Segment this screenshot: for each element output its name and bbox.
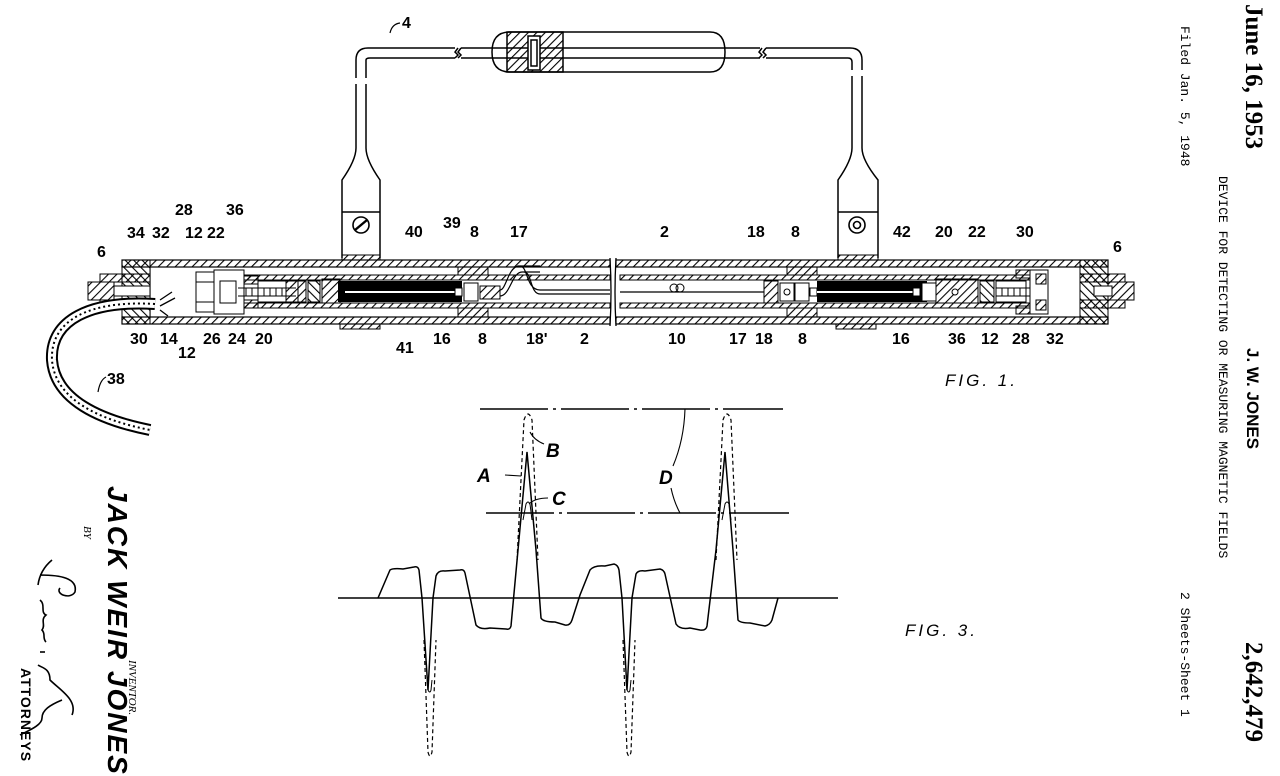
leader-A (505, 475, 521, 476)
waveform-B (424, 414, 737, 756)
ref-numeral: 17 (510, 224, 528, 241)
ref-numeral: 12 (981, 331, 999, 348)
ref-numeral: 17 (729, 331, 747, 348)
ref-numeral: 20 (255, 331, 273, 348)
outer-band (340, 324, 380, 329)
ref-numeral: 32 (1046, 331, 1064, 348)
ref-numeral: 40 (405, 224, 423, 241)
ref-numeral: 41 (396, 340, 414, 357)
ref-numeral: 8 (798, 331, 807, 348)
ref-numeral: 6 (97, 244, 106, 261)
ref-numeral: 34 (127, 225, 145, 242)
clamp-band (787, 267, 817, 275)
fig1-label: FIG. 1. (945, 371, 1018, 390)
ref-numeral: 30 (130, 331, 148, 348)
ref-numeral: 8 (478, 331, 487, 348)
ref-numeral: 16 (892, 331, 910, 348)
ref-numeral: 20 (935, 224, 953, 241)
ref-numeral: 6 (1113, 239, 1122, 256)
ref-numeral: 38 (107, 371, 125, 388)
label-C: C (552, 489, 566, 510)
label-A: A (476, 466, 491, 487)
fig3-label: FIG. 3. (905, 621, 978, 640)
ref-numeral: 28 (175, 202, 193, 219)
ref-numeral: 32 (152, 225, 170, 242)
ref-numeral: 8 (791, 224, 800, 241)
clamp-band (787, 308, 817, 317)
ref-numeral: 30 (1016, 224, 1034, 241)
screw-slotted-icon (353, 217, 369, 233)
fig3-waveform (338, 409, 838, 756)
ref-numeral: 42 (893, 224, 911, 241)
ref-numeral: 18 (747, 224, 765, 241)
ref-numeral: 8 (470, 224, 479, 241)
label-D: D (659, 468, 673, 489)
leader-D-lower (671, 488, 680, 513)
right-core-coil (620, 281, 936, 303)
ref-numeral: 39 (443, 215, 461, 232)
ref-numeral: 12 (178, 345, 196, 362)
screw-socket-icon (849, 217, 865, 233)
ref-numeral: 14 (160, 331, 178, 348)
ref-numeral: 24 (228, 331, 246, 348)
clamp-band (458, 267, 488, 275)
leader-D-upper (673, 409, 685, 466)
clamp-band (458, 308, 488, 317)
ref-numeral: 22 (968, 224, 986, 241)
attorney-signature (20, 560, 75, 735)
outer-band (836, 324, 876, 329)
ref-numeral: 12 (185, 225, 203, 242)
ref-numeral: 36 (948, 331, 966, 348)
right-end-cap (1080, 260, 1134, 324)
ref-numeral: 22 (207, 225, 225, 242)
plate-base-left (342, 255, 380, 260)
ref-numeral: 4 (402, 15, 411, 32)
label-B: B (546, 441, 560, 462)
cable (52, 292, 175, 430)
ref-numeral: 2 (580, 331, 589, 348)
ref-numeral: 2 (660, 224, 669, 241)
ref-numeral: 18 (755, 331, 773, 348)
ref-numeral: 10 (668, 331, 686, 348)
ref-numeral: 16 (433, 331, 451, 348)
ref-numeral: 18' (526, 331, 548, 348)
ref-numeral: 26 (203, 331, 221, 348)
waveform-A (378, 452, 778, 690)
ref-numeral: 28 (1012, 331, 1030, 348)
ref-numeral: 36 (226, 202, 244, 219)
plate-base-right (838, 255, 878, 260)
